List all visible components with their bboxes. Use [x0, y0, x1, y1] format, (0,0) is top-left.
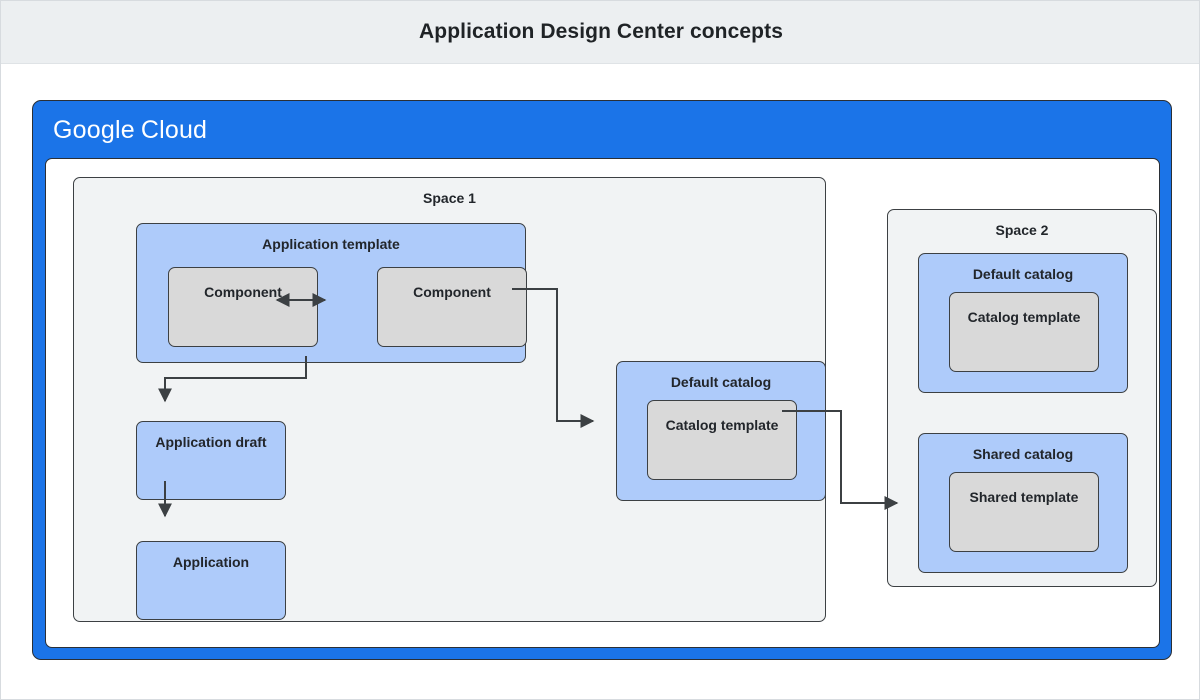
space-1-container[interactable]: Space 1 Application template Component C…: [73, 177, 826, 622]
title-bar: Application Design Center concepts: [1, 1, 1199, 64]
component-1-label: Component: [204, 284, 282, 300]
application-template-label: Application template: [262, 236, 400, 252]
component-box-2[interactable]: Component: [377, 267, 527, 347]
space-2-label: Space 2: [995, 222, 1049, 238]
component-box-1[interactable]: Component: [168, 267, 318, 347]
space-2-catalog-template-label: Catalog template: [967, 309, 1081, 325]
space-1-default-catalog-label: Default catalog: [670, 374, 772, 390]
application-template-box[interactable]: Application template Component Component: [136, 223, 527, 363]
space-2-default-catalog-label: Default catalog: [972, 266, 1074, 282]
logo-google-word: Google: [53, 116, 135, 144]
space-1-default-catalog-box[interactable]: Default catalog Catalog template: [616, 361, 826, 501]
space-1-label: Space 1: [423, 190, 476, 206]
shared-catalog-label: Shared catalog: [972, 446, 1074, 462]
shared-template-box[interactable]: Shared template: [949, 472, 1099, 552]
shared-template-label: Shared template: [969, 489, 1079, 505]
application-draft-box[interactable]: Application draft: [136, 421, 286, 500]
cloud-canvas: Space 1 Application template Component C…: [45, 158, 1160, 648]
space-2-container[interactable]: Space 2 Default catalog Catalog template…: [887, 209, 1157, 587]
logo-cloud-word: Cloud: [140, 116, 208, 144]
space-2-default-catalog-box[interactable]: Default catalog Catalog template: [918, 253, 1128, 393]
component-2-label: Component: [413, 284, 491, 300]
space-1-catalog-template-label: Catalog template: [665, 417, 779, 433]
page-title: Application Design Center concepts: [419, 20, 783, 43]
application-draft-label: Application draft: [155, 434, 267, 450]
space-1-catalog-template-box[interactable]: Catalog template: [647, 400, 797, 480]
application-box[interactable]: Application: [136, 541, 286, 620]
application-label: Application: [172, 554, 250, 570]
shared-catalog-box[interactable]: Shared catalog Shared template: [918, 433, 1128, 573]
space-2-catalog-template-box[interactable]: Catalog template: [949, 292, 1099, 372]
